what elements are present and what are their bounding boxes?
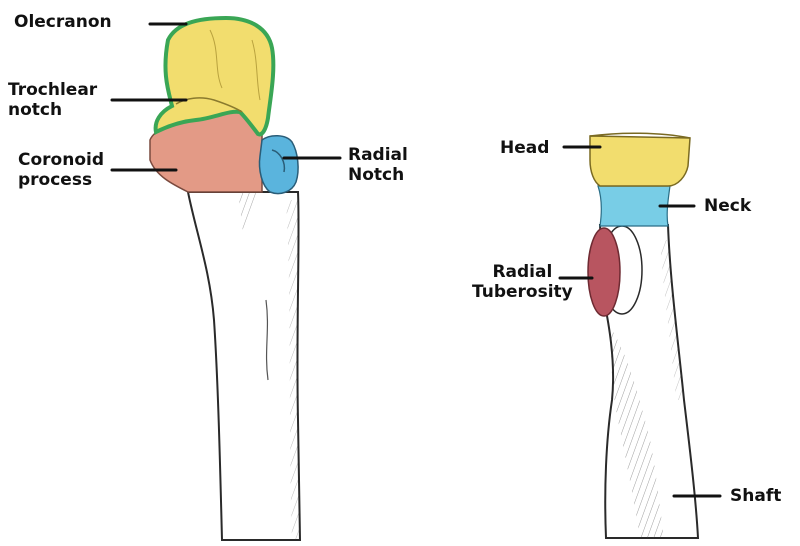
- label-radial-notch: Radial Notch: [348, 145, 408, 185]
- radial-tuberosity-region: [587, 227, 621, 317]
- radius-shaft-shading: [611, 330, 664, 538]
- ulna-shaft-shading: [238, 192, 258, 240]
- ulna-shaft-shading-2: [286, 200, 300, 540]
- ulna-shaft-mark: [265, 299, 269, 381]
- label-olecranon: Olecranon: [14, 12, 112, 32]
- radius-shaft-shading-2: [660, 240, 684, 400]
- ulna-shaft: [186, 191, 302, 541]
- olecranon-region: [153, 15, 276, 137]
- label-shaft: Shaft: [730, 486, 782, 506]
- ulna-bone: [149, 15, 302, 541]
- label-coronoid-process: Coronoid process: [18, 150, 104, 190]
- label-head: Head: [500, 138, 550, 158]
- radius-head-region: [589, 135, 691, 187]
- leader-lines: [110, 22, 722, 498]
- radial-notch-shadow: [271, 149, 286, 173]
- label-radial-tuberosity: Radial Tuberosity: [472, 262, 573, 302]
- radius-bone: [587, 132, 700, 539]
- olecranon-texture-2: [251, 39, 261, 101]
- label-neck: Neck: [704, 196, 752, 216]
- radius-head-top: [589, 132, 691, 139]
- radial-notch-region: [258, 135, 299, 195]
- olecranon-texture: [209, 29, 223, 89]
- label-trochlear-notch: Trochlear notch: [8, 80, 98, 120]
- radius-neck-region: [597, 185, 671, 227]
